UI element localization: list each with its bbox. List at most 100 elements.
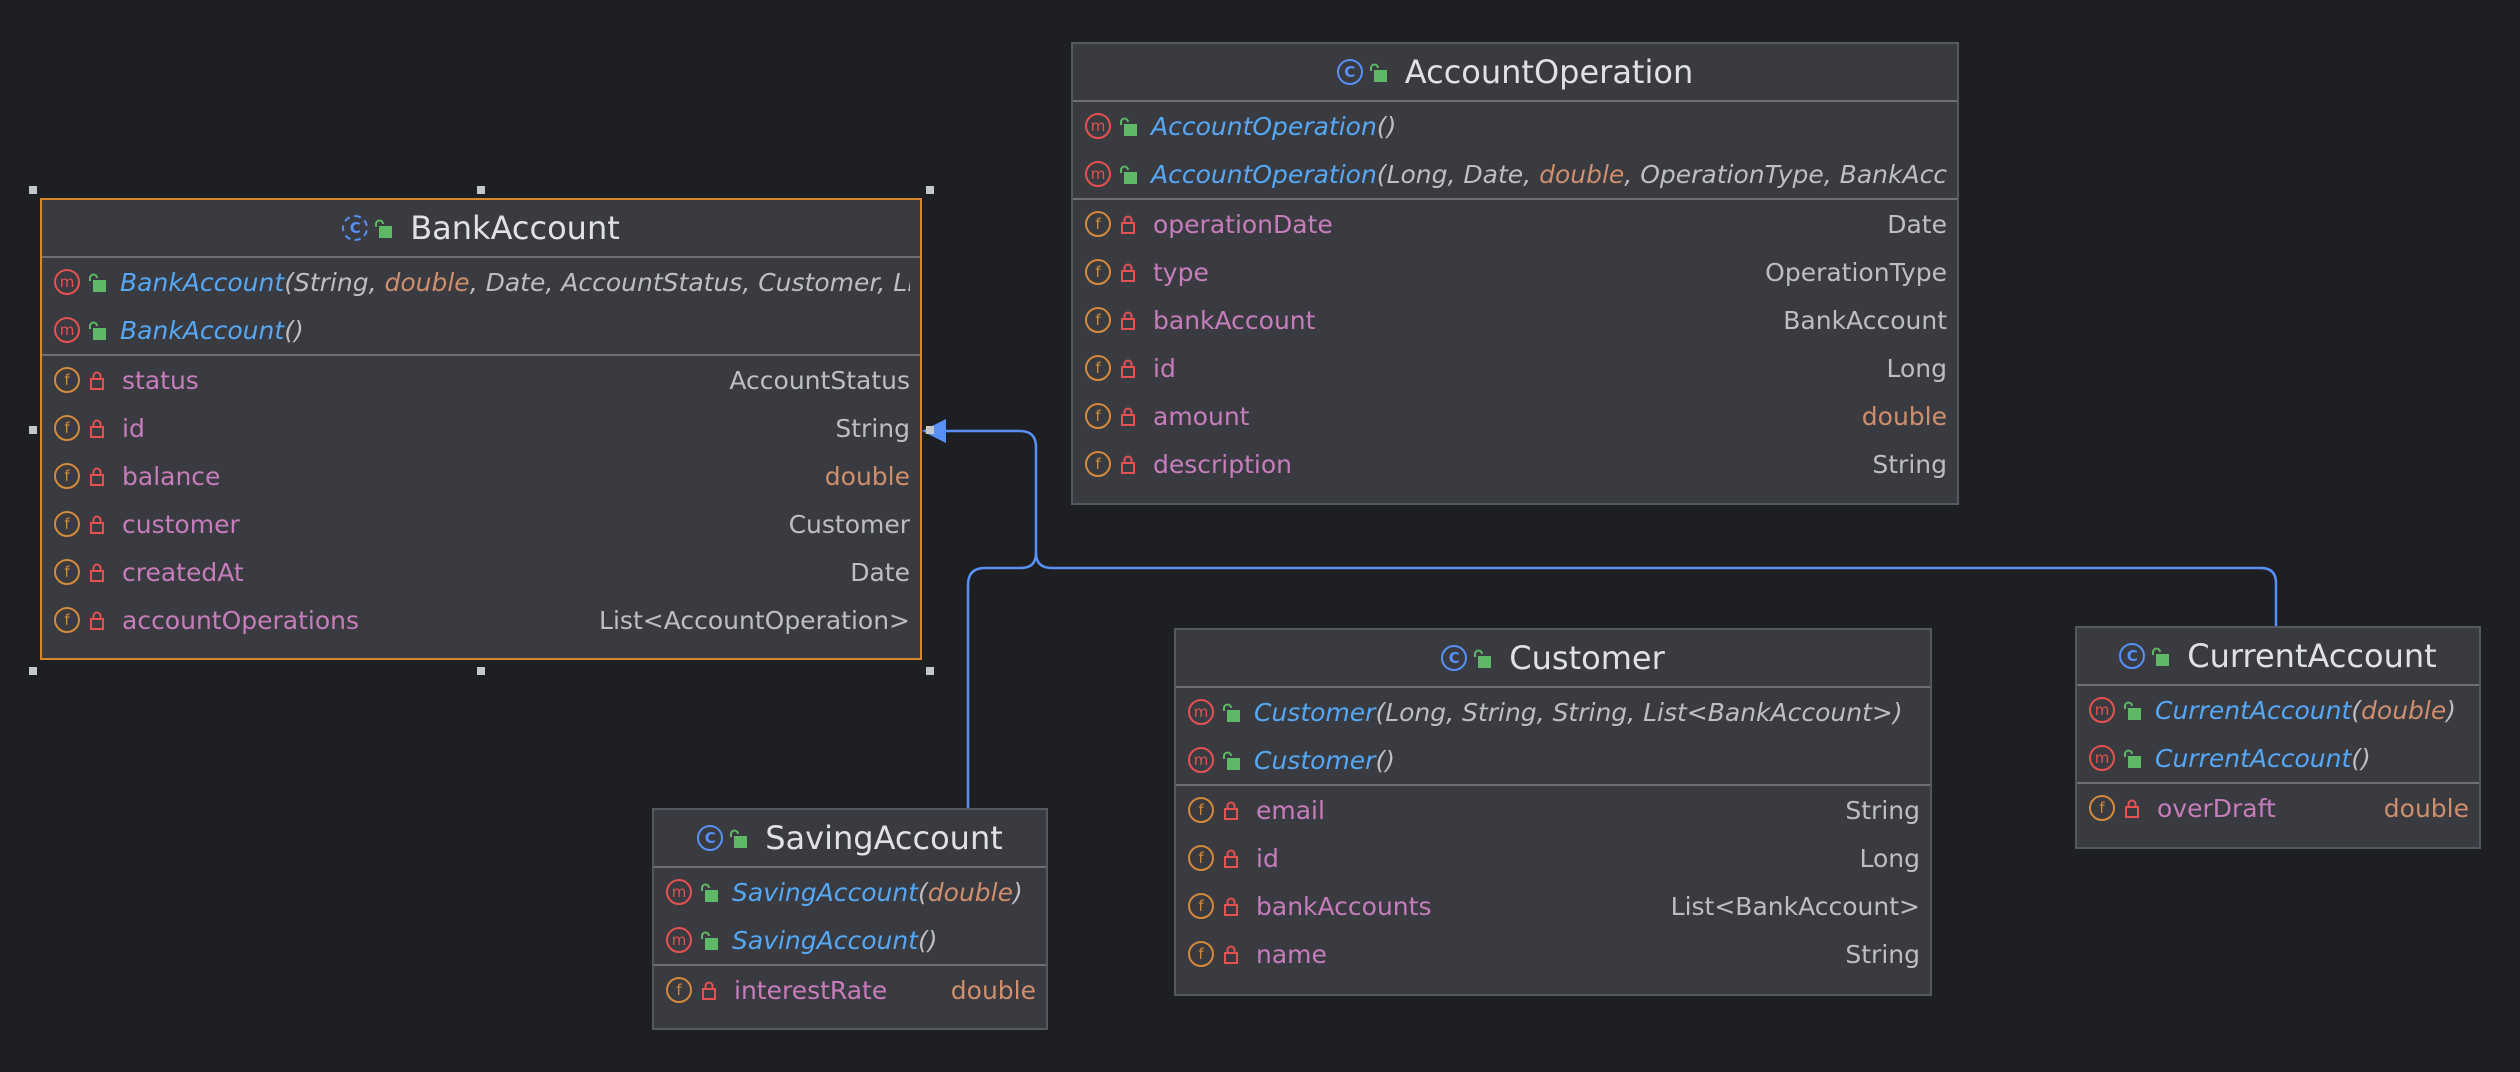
method-row[interactable]: m SavingAccount(double) [654, 868, 1046, 916]
field-type: BankAccount [1783, 305, 1947, 335]
method-name: Customer [1254, 745, 1376, 775]
field-name: operationDate [1153, 209, 1333, 239]
field-name: id [122, 413, 145, 443]
selection-handle-bottom-right[interactable] [926, 667, 934, 675]
field-name: bankAccounts [1256, 891, 1432, 921]
field-icon: f [54, 367, 80, 393]
section-divider [2077, 684, 2479, 686]
field-type: Date [850, 557, 910, 587]
class-icon: C [2119, 643, 2146, 669]
param-type: Date [1463, 159, 1524, 189]
method-name: SavingAccount [732, 877, 919, 907]
field-icon: f [1085, 403, 1111, 429]
field-name: amount [1153, 401, 1250, 431]
edge-savingaccount-bankaccount [926, 429, 1038, 808]
param-type: List<BankAccount> [1643, 697, 1893, 727]
method-name: CurrentAccount [2155, 695, 2352, 725]
field-name: interestRate [734, 975, 888, 1005]
private-lock-icon [1121, 311, 1135, 330]
selection-handle-top-right[interactable] [926, 186, 934, 194]
field-icon: f [54, 607, 80, 633]
field-type: Date [1887, 209, 1947, 239]
method-icon: m [666, 879, 692, 905]
method-name: AccountOperation [1151, 111, 1377, 141]
section-divider [1073, 100, 1957, 102]
method-name: CurrentAccount [2155, 743, 2352, 773]
private-lock-icon [1224, 897, 1238, 916]
field-icon: f [1085, 307, 1111, 333]
class-name: CurrentAccount [2187, 637, 2437, 675]
param-type: double [1539, 159, 1625, 189]
public-lock-icon [375, 219, 393, 238]
private-lock-icon [90, 371, 104, 390]
selection-handle-top-left[interactable] [29, 186, 37, 194]
field-icon: f [1085, 355, 1111, 381]
selection-handle-middle-left[interactable] [29, 426, 37, 434]
private-lock-icon [1224, 945, 1238, 964]
private-lock-icon [2125, 799, 2139, 818]
method-signature: () [918, 925, 938, 955]
private-lock-icon [90, 611, 104, 630]
selection-handle-top-center[interactable] [477, 186, 485, 194]
field-icon: f [1085, 259, 1111, 285]
field-name: balance [122, 461, 221, 491]
selection-handle-bottom-left[interactable] [29, 667, 37, 675]
public-lock-icon [1120, 117, 1137, 136]
public-lock-icon [701, 931, 718, 950]
class-header[interactable]: C CurrentAccount [2077, 628, 2479, 684]
public-lock-icon [1474, 649, 1492, 668]
selection-handle-bottom-center[interactable] [477, 667, 485, 675]
method-signature: () [1375, 745, 1395, 775]
selection-handle-middle-right[interactable] [926, 426, 934, 434]
private-lock-icon [90, 563, 104, 582]
method-signature: (double) [918, 877, 1023, 907]
section-divider [1073, 198, 1957, 200]
param-type: double [384, 267, 470, 297]
field-icon: f [666, 977, 692, 1003]
private-lock-icon [1121, 455, 1135, 474]
param-type: Long [1386, 159, 1448, 189]
section-divider [654, 964, 1046, 966]
public-lock-icon [701, 883, 718, 902]
public-lock-icon [1223, 751, 1240, 770]
param-type: AccountStatus [561, 267, 743, 297]
param-type: BankAccount [1839, 159, 1947, 189]
